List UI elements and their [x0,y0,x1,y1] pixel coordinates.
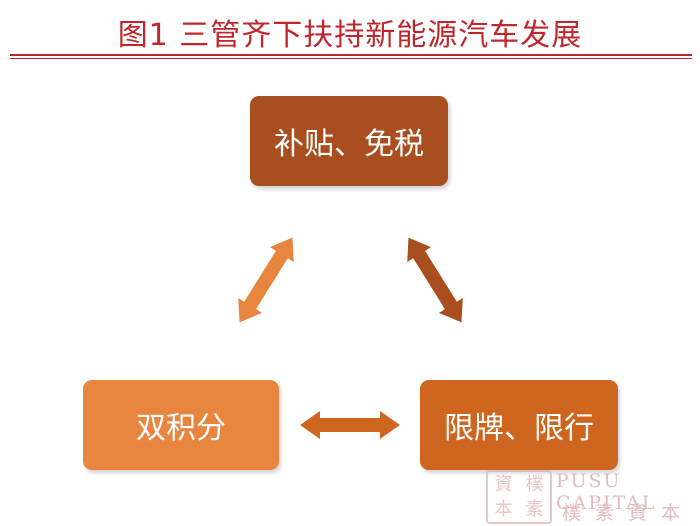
title-rule-thin [10,58,692,59]
arrow-top-right [407,237,463,323]
seal-char: 資 [494,473,513,495]
node-dual-credit: 双积分 [83,380,279,470]
node-label: 限牌、限行 [444,411,594,446]
watermark-chinese: 樸素資本 [562,502,695,524]
watermark-seal: 資 樸 本 素 [486,470,552,524]
seal-char: 樸 [525,473,544,495]
arrow-top-left [238,237,294,323]
watermark-english: PUSU CAPITAL [556,470,657,514]
node-plate-driving-restriction: 限牌、限行 [420,380,618,470]
figure-title: 图1 三管齐下扶持新能源汽车发展 [117,18,583,53]
node-label: 补贴、免税 [274,127,424,162]
seal-char: 素 [525,498,544,520]
node-subsidy-tax-exemption: 补贴、免税 [250,96,448,186]
node-label: 双积分 [136,411,226,446]
arrow-bottom [300,411,400,439]
title-rule [10,54,692,56]
seal-char: 本 [494,498,513,520]
